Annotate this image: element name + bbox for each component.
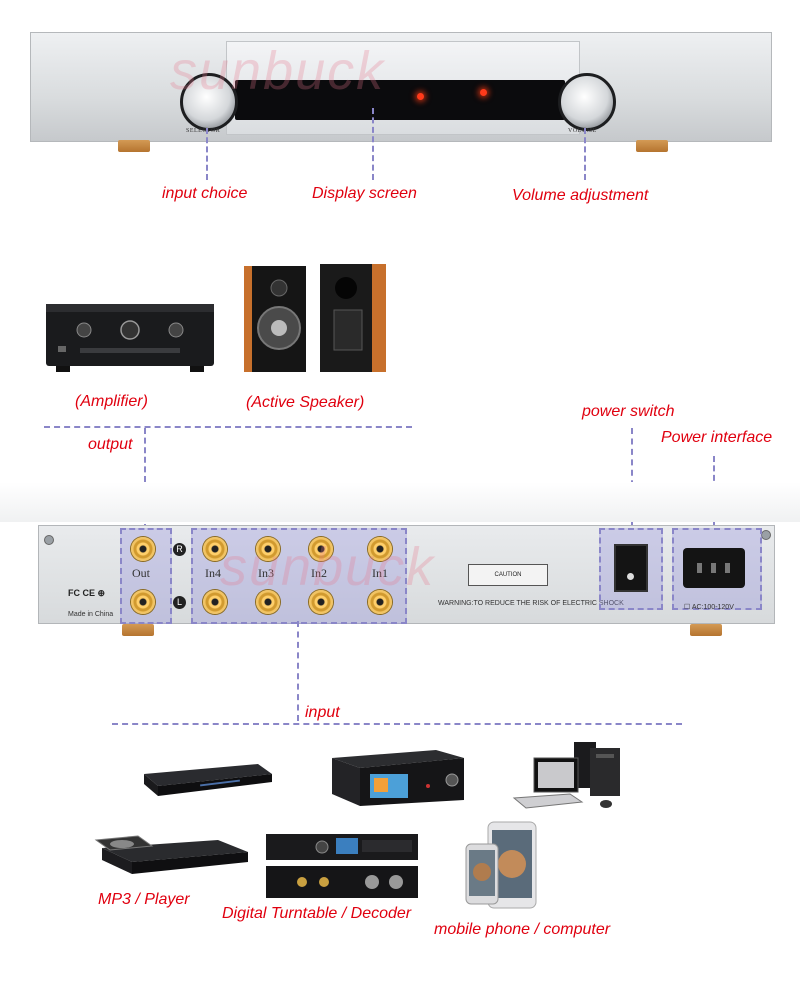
power-switch-line: [631, 428, 633, 528]
in2-jack-r: [309, 537, 333, 561]
input-divider-line: [112, 723, 682, 725]
display-screen: [235, 80, 565, 120]
label-power-switch: power switch: [582, 403, 675, 420]
label-output: output: [88, 436, 133, 453]
callout-line-volume: [584, 128, 586, 180]
warning-text: WARNING:TO REDUCE THE RISK OF ELECTRIC S…: [438, 600, 624, 607]
back-screw-right: [761, 530, 771, 540]
network-player-image: [332, 750, 464, 806]
back-screw-left: [44, 535, 54, 545]
callout-line-display: [372, 108, 374, 180]
in1-label: In1: [372, 566, 388, 580]
out-jack-l: [131, 590, 155, 614]
in3-jack-l: [256, 590, 280, 614]
in2-jack-l: [309, 590, 333, 614]
certification-logos: FC CE ⊕: [68, 588, 106, 598]
power-switch-indicator: [627, 573, 634, 580]
selector-knob[interactable]: [180, 73, 238, 131]
channel-r-marker: R: [173, 543, 186, 556]
voltage-1: AC:100-120V: [691, 604, 734, 611]
power-inlet-pin: [725, 563, 730, 573]
label-power-interface: Power interface: [661, 429, 773, 446]
desktop-computer-image: [512, 742, 620, 809]
out-label: Out: [132, 566, 150, 580]
back-foot-right: [690, 624, 722, 636]
in4-jack-l: [203, 590, 227, 614]
in1-jack-l: [368, 590, 392, 614]
in4-jack-r: [203, 537, 227, 561]
channel-l-marker: L: [173, 596, 186, 609]
volume-label: VOLUME: [568, 128, 597, 134]
amplifier-image: [46, 304, 214, 372]
mobile-phone-image: [465, 821, 537, 909]
decoder-stack-image: [266, 834, 418, 898]
in3-label: In3: [258, 566, 274, 580]
input-connector-line: [297, 621, 299, 721]
power-switch[interactable]: [614, 544, 648, 592]
label-amplifier: (Amplifier): [75, 393, 148, 410]
label-active-speaker: (Active Speaker): [246, 394, 365, 411]
output-connector-line: [144, 428, 146, 530]
back-panel-top: [0, 482, 800, 522]
in4-label: In4: [205, 566, 221, 580]
mp3-player-image: [94, 835, 248, 874]
in2-label: In2: [311, 566, 327, 580]
label-volume-adjustment: Volume adjustment: [512, 187, 649, 204]
front-foot-right: [636, 140, 668, 152]
display-led-right: [480, 89, 487, 96]
label-input-choice: input choice: [162, 185, 248, 202]
back-foot-left: [122, 624, 154, 636]
label-input: input: [305, 704, 340, 721]
label-display-screen: Display screen: [312, 185, 417, 202]
power-inlet-pin: [711, 563, 716, 573]
caution-text: CAUTION: [494, 572, 522, 578]
active-speaker-image: [244, 264, 386, 372]
watermark-top: sunbuck: [170, 41, 386, 101]
made-in-label: Made in China: [68, 611, 114, 618]
front-foot-left: [118, 140, 150, 152]
voltage-label: ☐ AC:100-120V: [684, 604, 734, 611]
power-inlet-pin: [697, 563, 702, 573]
in3-jack-r: [256, 537, 280, 561]
power-inlet: [683, 548, 745, 588]
label-mp3-player: MP3 / Player: [98, 891, 190, 908]
in1-jack-r: [368, 537, 392, 561]
selector-label: SELECTOR: [186, 128, 221, 134]
volume-knob[interactable]: [558, 73, 616, 131]
display-led-left: [417, 93, 424, 100]
label-mobile-computer: mobile phone / computer: [434, 921, 611, 938]
callout-line-selector: [206, 128, 208, 180]
caution-label: CAUTION: [468, 564, 548, 586]
bluray-player-image: [144, 764, 272, 796]
out-jack-r: [131, 537, 155, 561]
output-divider-line: [44, 426, 412, 428]
label-digital-turntable: Digital Turntable / Decoder: [222, 905, 412, 922]
watermark-back: sunbuck: [220, 537, 436, 597]
